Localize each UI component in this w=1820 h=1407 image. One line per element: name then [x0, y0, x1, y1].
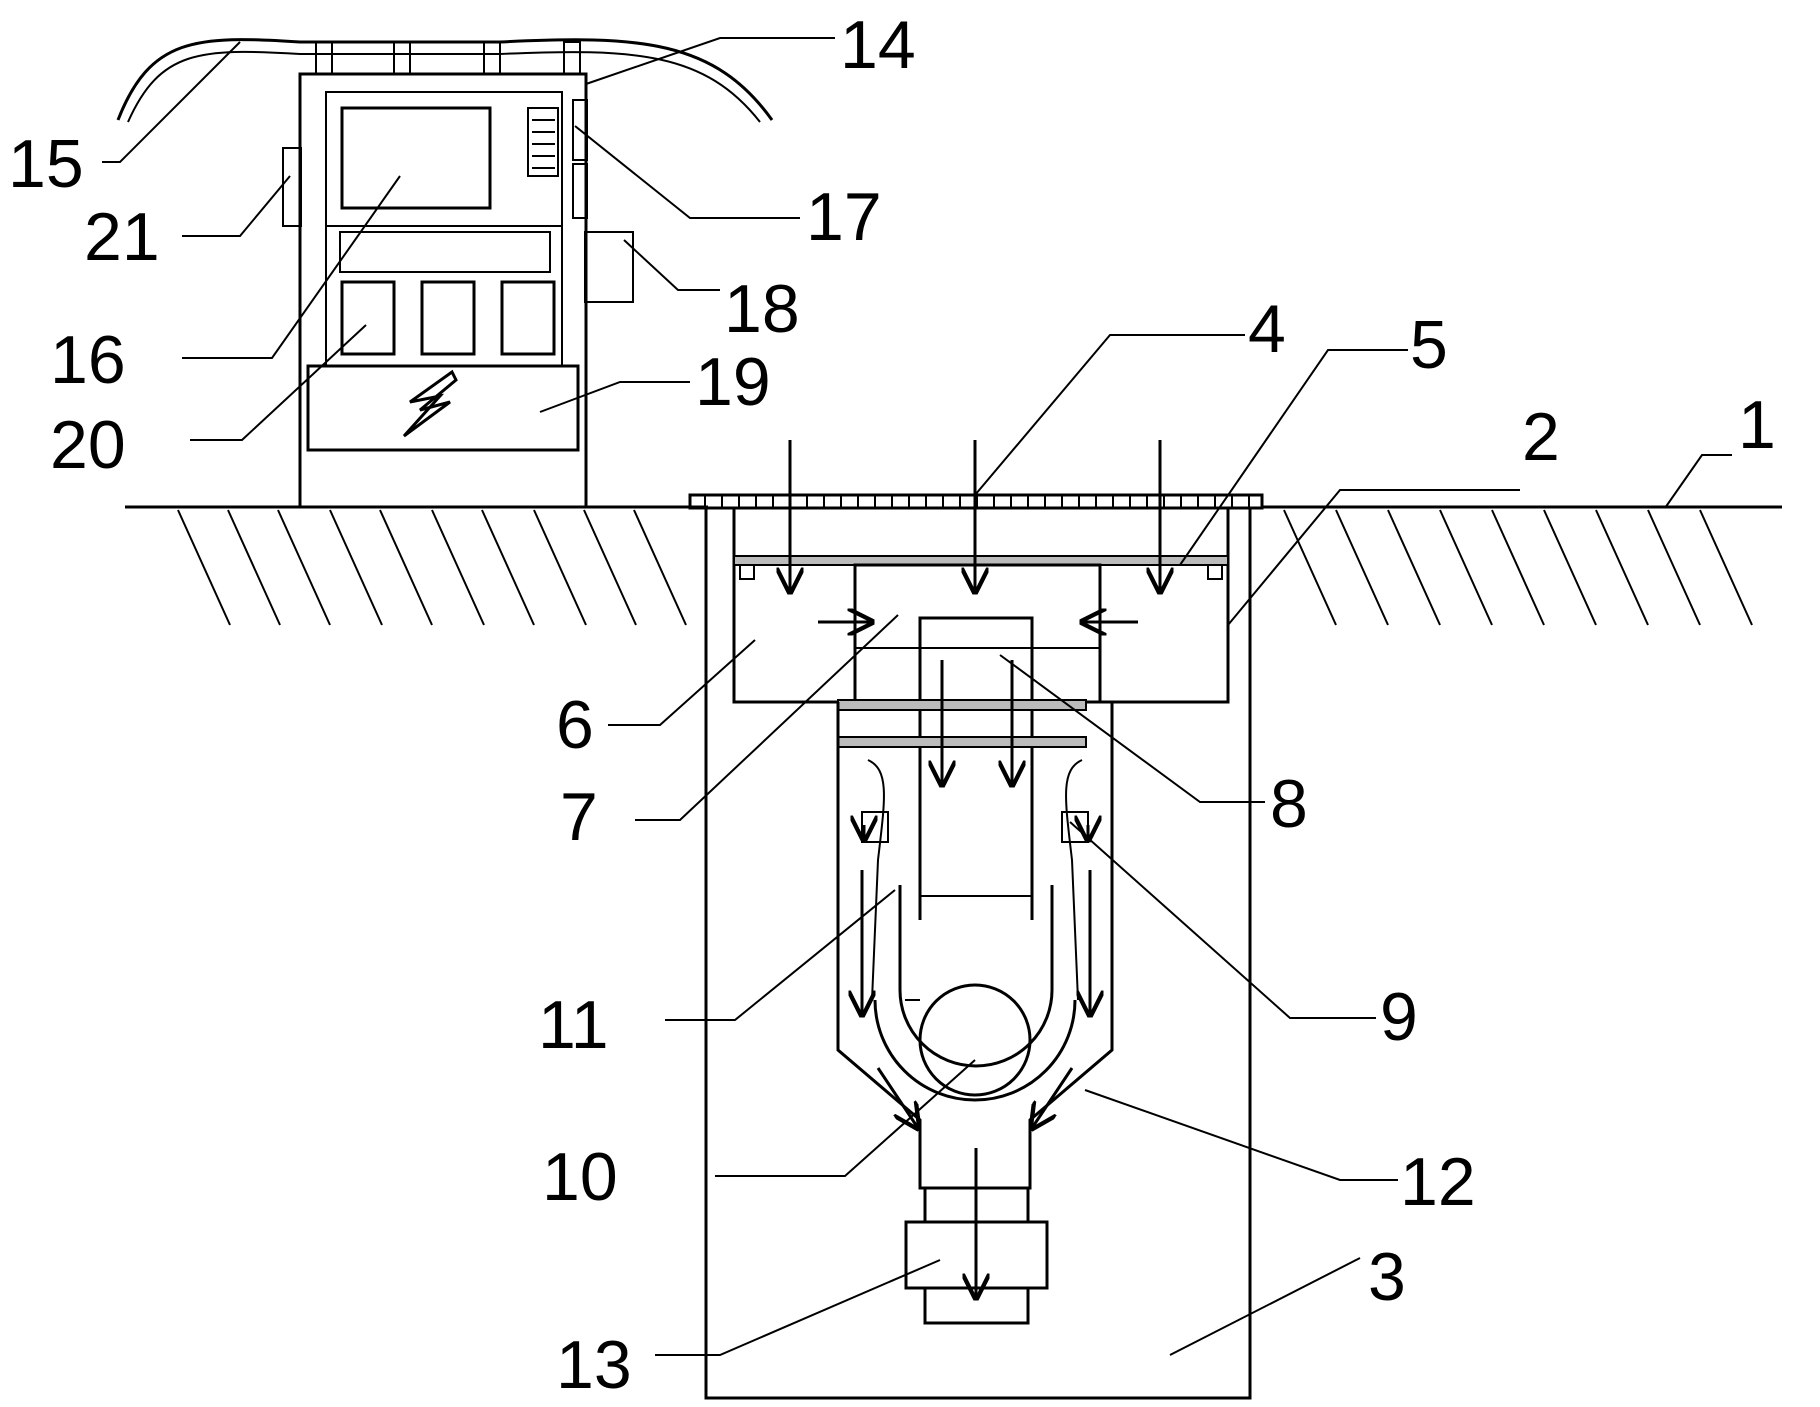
label-19: 19	[695, 344, 771, 420]
label-17: 17	[806, 179, 882, 255]
flow-arrows	[790, 440, 1160, 1298]
label-2: 2	[1522, 399, 1560, 475]
leader-lines	[102, 37, 1732, 1356]
float-ball	[918, 983, 1032, 1097]
label-13: 13	[556, 1327, 632, 1403]
label-18: 18	[724, 271, 800, 347]
label-16: 16	[50, 322, 126, 398]
label-10: 10	[542, 1139, 618, 1215]
label-7: 7	[560, 779, 598, 855]
lightning-icon	[402, 369, 458, 438]
baffle-left	[867, 759, 885, 1001]
ground	[125, 505, 1782, 626]
label-4: 4	[1248, 291, 1286, 367]
label-12: 12	[1400, 1144, 1476, 1220]
inner-box	[853, 563, 1102, 704]
u-channel	[898, 885, 1054, 1068]
label-15: 15	[8, 126, 84, 202]
side-socket	[584, 231, 634, 303]
label-8: 8	[1270, 766, 1308, 842]
center-pipe	[918, 616, 1034, 920]
label-5: 5	[1410, 307, 1448, 383]
baffle-right	[1065, 759, 1083, 1001]
label-14: 14	[840, 7, 916, 83]
part-labels: 1 2 3 4 5 6 7 8 9 10 11 12 13 14 15 16 1…	[8, 7, 1776, 1403]
label-6: 6	[556, 687, 594, 763]
label-3: 3	[1368, 1239, 1406, 1315]
label-21: 21	[84, 199, 160, 275]
charging-pile	[116, 38, 774, 509]
display-screen	[340, 106, 492, 210]
label-9: 9	[1380, 979, 1418, 1055]
label-1: 1	[1738, 387, 1776, 463]
label-11: 11	[538, 987, 609, 1063]
power-panel	[306, 364, 580, 452]
side-handle	[282, 147, 302, 227]
label-20: 20	[50, 407, 126, 483]
